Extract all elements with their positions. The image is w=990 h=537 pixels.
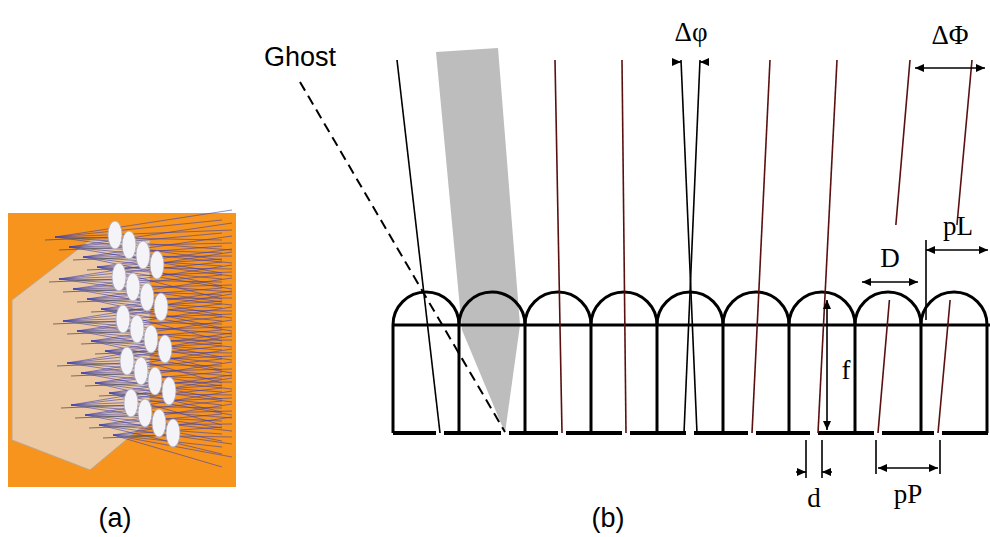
lens-dome — [789, 292, 855, 325]
ray — [818, 60, 837, 433]
lenslet — [144, 325, 158, 353]
ray — [555, 60, 562, 433]
lens-wall — [458, 325, 461, 433]
angle-label: ΔΦ — [931, 22, 968, 49]
ray — [752, 60, 770, 433]
lenslet — [162, 377, 176, 405]
rays — [397, 60, 972, 433]
dimension-label: D — [880, 245, 900, 272]
lens-wall — [986, 325, 989, 433]
lenslet — [112, 263, 126, 291]
ray — [681, 60, 697, 433]
lens-wall — [590, 325, 593, 433]
pinhole-mask — [444, 431, 501, 435]
lens-dome — [525, 292, 591, 325]
angle-label: Δφ — [675, 19, 708, 46]
pin — [45, 237, 115, 240]
pin — [57, 363, 127, 366]
panel-label: (b) — [592, 505, 625, 532]
dimension-label: f — [842, 357, 851, 384]
lens-wall — [392, 325, 395, 433]
pinhole-mask — [630, 431, 686, 435]
panel-label: (a) — [99, 505, 132, 532]
ghost-beam — [436, 48, 520, 433]
lens-wall — [854, 325, 857, 433]
lens-wall — [788, 325, 791, 433]
dimension-label: pP — [894, 481, 923, 508]
ray — [69, 243, 232, 247]
lenslet — [116, 305, 130, 333]
ghost-ray — [300, 82, 505, 432]
lenslets — [108, 221, 180, 447]
lens-dome — [723, 292, 789, 325]
ray — [95, 362, 232, 383]
lens-dome — [459, 292, 525, 325]
dimension-label: pL — [943, 213, 973, 240]
dimension-arrows — [672, 62, 988, 478]
lenslet — [130, 315, 144, 343]
pin — [49, 279, 119, 282]
lenslet — [134, 357, 148, 385]
pinhole-mask — [509, 431, 558, 435]
pinhole-mask — [393, 431, 436, 435]
pinhole-mask — [942, 431, 988, 435]
lens-wall — [722, 325, 725, 433]
callout-label: Ghost — [264, 44, 336, 71]
ray — [938, 300, 950, 433]
lenslet — [140, 283, 154, 311]
ray — [622, 60, 626, 433]
lens-wall — [920, 325, 923, 433]
ray — [957, 60, 972, 225]
ray — [878, 300, 889, 433]
render-background — [8, 213, 236, 487]
lens-wall — [524, 325, 527, 433]
lens-base — [393, 324, 990, 327]
pin — [53, 321, 123, 324]
dimension-label: d — [807, 485, 821, 512]
ray — [896, 60, 910, 225]
lenslet — [138, 399, 152, 427]
ray — [69, 223, 232, 247]
lenslet — [150, 251, 164, 279]
lenslet — [152, 409, 166, 437]
lenslet — [154, 293, 168, 321]
lenslet — [136, 241, 150, 269]
pinhole-mask — [694, 431, 748, 435]
lenslet — [126, 273, 140, 301]
pinhole-mask — [566, 431, 622, 435]
lenslet — [166, 419, 180, 447]
lenslet — [108, 221, 122, 249]
ray — [55, 210, 232, 237]
lenslet — [158, 335, 172, 363]
pinhole-mask — [756, 431, 810, 435]
lens-wall — [656, 325, 659, 433]
lenslet — [120, 347, 134, 375]
lenslet — [148, 367, 162, 395]
lens-dome — [921, 292, 987, 325]
ray — [397, 60, 440, 433]
ray — [87, 288, 222, 299]
lenslet — [124, 389, 138, 417]
pinhole-mask — [818, 431, 874, 435]
pin — [61, 405, 131, 408]
ray — [684, 60, 700, 433]
lenslet — [122, 231, 136, 259]
pinhole-mask — [882, 431, 934, 435]
ray-bundles — [45, 210, 232, 467]
